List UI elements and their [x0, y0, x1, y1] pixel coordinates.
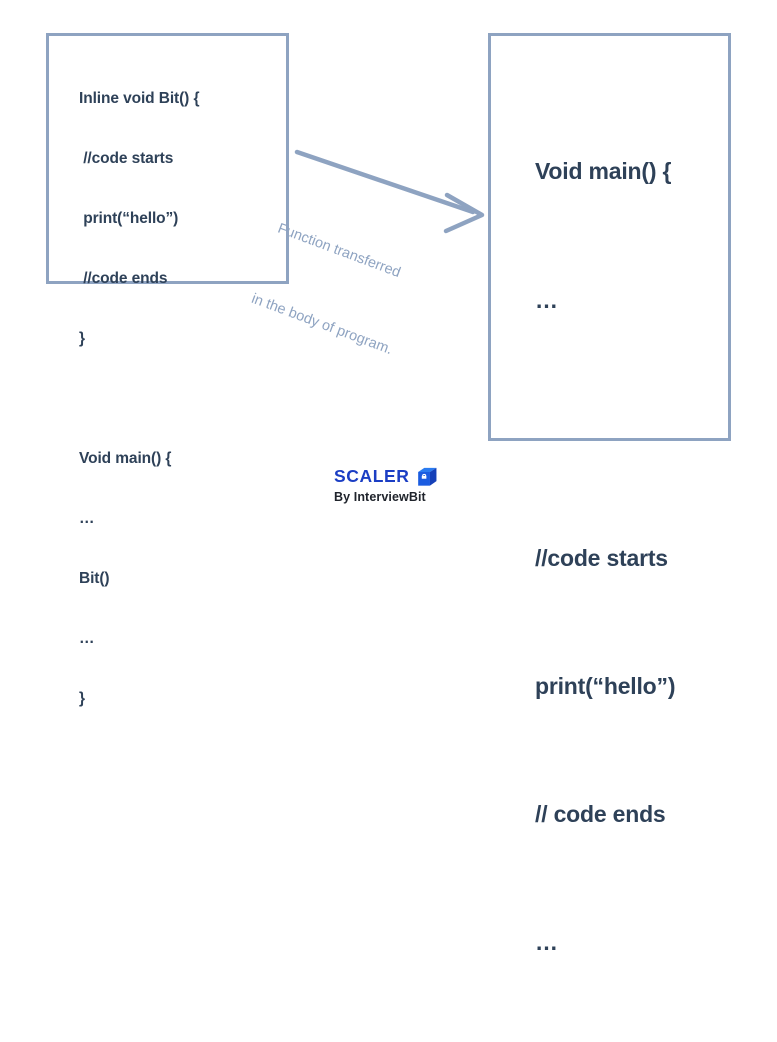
code-line: … — [535, 287, 558, 313]
code-line: print(“hello”) — [79, 210, 179, 227]
code-line: print(“hello”) — [535, 673, 676, 699]
code-line: Void main() { — [535, 158, 672, 184]
code-line: } — [79, 690, 85, 707]
code-line: Bit() — [79, 570, 110, 587]
expanded-code-box: Void main() { … //code starts print(“hel… — [488, 33, 731, 955]
cube-icon — [417, 467, 437, 486]
code-line: … — [535, 929, 558, 955]
code-line: // code ends — [535, 801, 666, 827]
code-line: } — [79, 330, 85, 347]
source-code-text: Inline void Bit() { //code starts print(… — [79, 49, 199, 749]
source-code-box: Inline void Bit() { //code starts print(… — [46, 33, 289, 707]
code-line: Void main() { — [79, 450, 172, 467]
code-line: //code starts — [79, 150, 174, 167]
logo-tagline: By InterviewBit — [334, 490, 426, 504]
code-blank-line — [79, 389, 199, 409]
expanded-code-text: Void main() { … //code starts print(“hel… — [535, 64, 675, 1042]
code-line: //code ends — [79, 270, 168, 287]
logo-wordmark: SCALER — [334, 466, 410, 486]
code-blank-line — [535, 408, 675, 451]
arrow-label-line-1: Function transferred — [275, 220, 403, 282]
code-line: … — [79, 630, 95, 647]
logo-row: SCALER — [334, 466, 454, 487]
code-line: … — [79, 510, 95, 527]
code-line: //code starts — [535, 545, 668, 571]
arrow-label-line-2: in the body of program. — [249, 290, 395, 359]
code-line: Inline void Bit() { — [79, 90, 200, 107]
diagram-canvas: Inline void Bit() { //code starts print(… — [46, 33, 731, 955]
scaler-logo: SCALER By InterviewBit — [334, 466, 454, 505]
